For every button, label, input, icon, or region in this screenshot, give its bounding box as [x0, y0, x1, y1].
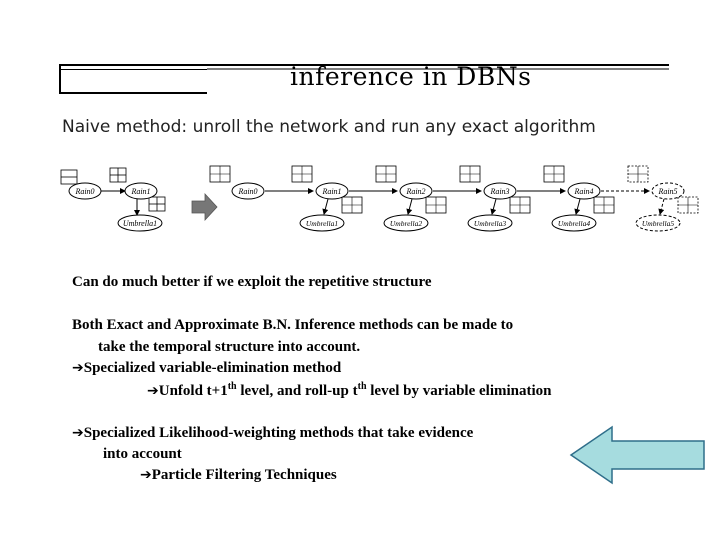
line-exact-approx: Both Exact and Approximate B.N. Inferenc…	[72, 317, 514, 333]
initial-cpt-tables	[60, 167, 166, 212]
node-rain1-initial-label: Rain1	[130, 187, 150, 196]
line-variable-elimination: ➔Specialized variable-elimination method	[72, 360, 341, 377]
node-rain-2-label: Rain2	[405, 187, 425, 196]
slide-title: inference in DBNs	[290, 62, 532, 91]
node-rain-3-label: Rain3	[489, 187, 509, 196]
node-rain1-initial	[124, 182, 158, 200]
node-rain-0-label: Rain0	[237, 187, 257, 196]
node-rain-5-label: Rain5	[657, 187, 677, 196]
node-umbrella-4-label: Umbrella4	[558, 219, 590, 228]
highlight-left-arrow	[569, 425, 705, 485]
dbn-diagram: Rain0 Rain1 Umbrella1 Rain0 Rain1 Rain2 Rai…	[60, 165, 699, 232]
line-particle-filtering: ➔Particle Filtering Techniques	[140, 467, 337, 483]
node-rain0-initial-label: Rain0	[74, 187, 94, 196]
node-rain-5	[651, 182, 685, 200]
line-unfold: ➔Unfold t+1th level, and roll-up tth lev…	[147, 381, 552, 399]
slide-subtitle: Naive method: unroll the network and run…	[62, 117, 596, 137]
node-umbrella-3-label: Umbrella3	[474, 219, 506, 228]
node-rain-2	[399, 182, 433, 200]
arrow-bullet-icon: ➔	[140, 467, 152, 483]
node-umbrella-1	[299, 214, 345, 232]
node-umbrella-2-label: Umbrella2	[390, 219, 422, 228]
node-umbrella1-initial-label: Umbrella1	[123, 219, 157, 228]
node-rain-4	[567, 182, 601, 200]
title-frame-left	[59, 64, 207, 94]
node-umbrella-4	[551, 214, 597, 232]
node-umbrella-1-label: Umbrella1	[306, 219, 338, 228]
line-variable-elimination-text: Specialized variable-elimination method	[83, 360, 342, 376]
node-rain-4-label: Rain4	[573, 187, 593, 196]
line-into-account: into account	[103, 446, 182, 462]
edge-rain-umbrella-5	[658, 198, 665, 215]
title-frame-right	[207, 64, 669, 70]
node-rain-1-label: Rain1	[321, 187, 341, 196]
node-umbrella-5	[635, 214, 681, 232]
edge-rain-umbrella-2	[406, 198, 413, 215]
node-umbrella1-initial	[117, 214, 163, 232]
node-rain-3	[483, 182, 517, 200]
arrow-bullet-icon: ➔	[72, 360, 84, 376]
node-rain-0	[231, 182, 265, 200]
edge-rain-umbrella-4	[574, 198, 581, 215]
unroll-block-arrow	[191, 192, 218, 222]
line-likelihood-weighting: ➔Specialized Likelihood-weighting method…	[72, 425, 474, 441]
arrow-bullet-icon: ➔	[72, 425, 84, 441]
edge-rain-umbrella-3	[490, 198, 497, 215]
line-repetitive-structure: Can do much better if we exploit the rep…	[72, 274, 432, 290]
line-temporal-structure: take the temporal structure into account…	[98, 339, 361, 355]
node-umbrella-5-label: Umbrella5	[642, 219, 674, 228]
arrow-bullet-icon: ➔	[147, 383, 159, 399]
node-rain-1	[315, 182, 349, 200]
node-rain0-initial	[68, 182, 102, 200]
edge-rain-umbrella-1	[322, 198, 329, 215]
node-umbrella-3	[467, 214, 513, 232]
node-umbrella-2	[383, 214, 429, 232]
